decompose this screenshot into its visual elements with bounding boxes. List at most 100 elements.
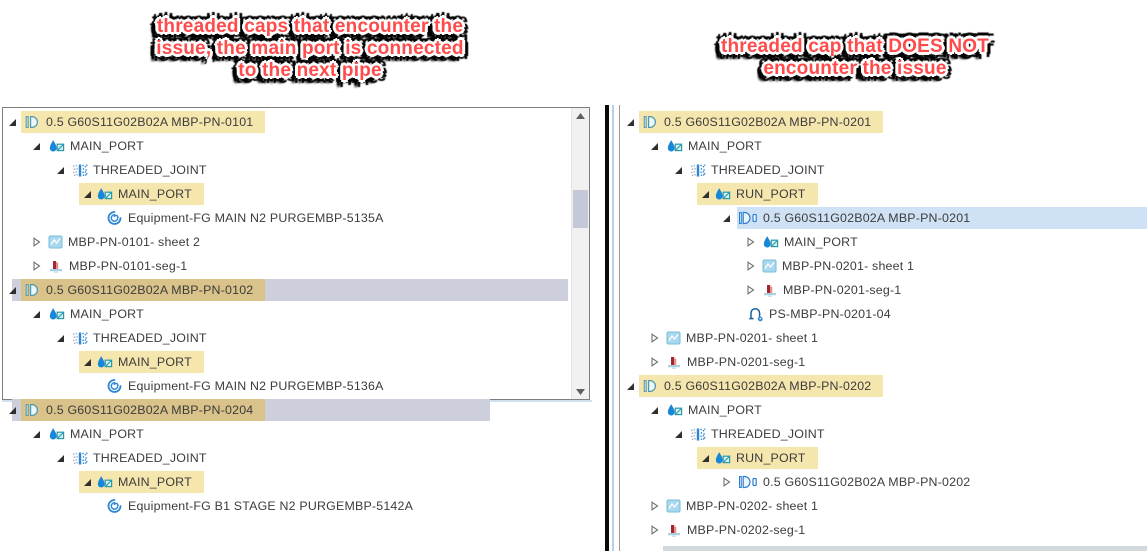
tree-item[interactable]: RUN_PORT xyxy=(621,182,1147,206)
tree-item-label: THREADED_JOINT xyxy=(93,331,207,345)
tree-item[interactable]: THREADED_JOINT xyxy=(621,158,1147,182)
tree-item-content: THREADED_JOINT xyxy=(3,447,219,469)
expand-toggle-expanded-icon[interactable] xyxy=(649,142,659,151)
tree-item[interactable]: MAIN_PORT xyxy=(3,350,571,374)
tree-item-content: MBP-PN-0202-seg-1 xyxy=(621,519,817,541)
scroll-down-button[interactable] xyxy=(572,384,589,399)
tree-item-content: THREADED_JOINT xyxy=(3,327,219,349)
vertical-scrollbar[interactable] xyxy=(571,108,589,399)
expand-toggle-expanded-icon[interactable] xyxy=(31,430,41,439)
expand-toggle-collapsed-icon[interactable] xyxy=(31,261,41,271)
annotation-left-line3: to the next pipe xyxy=(238,60,382,81)
tree-item[interactable]: MAIN_PORT xyxy=(621,398,1147,422)
tree-item[interactable]: MBP-PN-0101- sheet 2 xyxy=(3,230,571,254)
tree-item-content: RUN_PORT xyxy=(621,447,818,469)
tree-item[interactable]: Equipment-FG B1 STAGE N2 PURGEMBP-5142A xyxy=(3,494,588,518)
threaded-joint-icon xyxy=(72,163,88,178)
tree-item[interactable]: Equipment-FG MAIN N2 PURGEMBP-5135A xyxy=(3,206,571,230)
expand-toggle-expanded-icon[interactable] xyxy=(625,118,635,127)
tree-item[interactable]: MBP-PN-0101-seg-1 xyxy=(3,254,571,278)
expand-toggle-collapsed-icon[interactable] xyxy=(745,285,755,295)
tree-item-chip: MAIN_PORT xyxy=(79,471,204,493)
expand-toggle-expanded-icon[interactable] xyxy=(649,406,659,415)
tree-item[interactable]: 0.5 G60S11G02B02A MBP-PN-0202 xyxy=(621,470,1147,494)
expand-toggle-collapsed-icon[interactable] xyxy=(31,237,41,247)
expand-toggle-expanded-icon[interactable] xyxy=(82,190,92,199)
scroll-up-button[interactable] xyxy=(572,108,589,123)
tree-row-partial[interactable] xyxy=(663,546,1147,551)
tree-item[interactable]: 0.5 G60S11G02B02A MBP-PN-0202 xyxy=(621,374,1147,398)
tree-item[interactable]: RUN_PORT xyxy=(621,446,1147,470)
panel-divider-gray xyxy=(619,105,620,551)
expand-toggle-collapsed-icon[interactable] xyxy=(649,501,659,511)
tree-item-content: 0.5 G60S11G02B02A MBP-PN-0204 xyxy=(3,399,266,421)
expand-toggle-expanded-icon[interactable] xyxy=(82,478,92,487)
expand-toggle-collapsed-icon[interactable] xyxy=(649,333,659,343)
expand-toggle-expanded-icon[interactable] xyxy=(7,406,17,415)
expand-toggle-collapsed-icon[interactable] xyxy=(649,357,659,367)
tree-item[interactable]: MBP-PN-0201-seg-1 xyxy=(621,350,1147,374)
tree-item[interactable]: MAIN_PORT xyxy=(621,134,1147,158)
tree-item[interactable]: 0.5 G60S11G02B02A MBP-PN-0101 xyxy=(3,110,571,134)
tree-item[interactable]: 0.5 G60S11G02B02A MBP-PN-0204 xyxy=(3,398,588,422)
tree-item-chip: Equipment-FG MAIN N2 PURGEMBP-5136A xyxy=(103,375,396,397)
tree-item-content: 0.5 G60S11G02B02A MBP-PN-0101 xyxy=(3,111,266,133)
tree-item-chip: MAIN_PORT xyxy=(45,303,156,325)
tree-item-chip: MAIN_PORT xyxy=(45,423,156,445)
segment-icon xyxy=(666,523,682,538)
tree-item-content: Equipment-FG B1 STAGE N2 PURGEMBP-5142A xyxy=(3,495,425,517)
expand-toggle-expanded-icon[interactable] xyxy=(55,166,65,175)
tree-item-label: THREADED_JOINT xyxy=(711,427,825,441)
tree-item[interactable]: MAIN_PORT xyxy=(3,422,588,446)
tree-item-label: 0.5 G60S11G02B02A MBP-PN-0102 xyxy=(46,283,254,297)
tree-item[interactable]: THREADED_JOINT xyxy=(621,422,1147,446)
tree-item[interactable]: MAIN_PORT xyxy=(3,302,571,326)
port-icon xyxy=(666,139,683,154)
tree-item[interactable]: MBP-PN-0201- sheet 1 xyxy=(621,326,1147,350)
tree-item[interactable]: MAIN_PORT xyxy=(3,182,571,206)
expand-toggle-expanded-icon[interactable] xyxy=(7,286,17,295)
tree-item[interactable]: MBP-PN-0202- sheet 1 xyxy=(621,494,1147,518)
tree-item[interactable]: THREADED_JOINT xyxy=(3,326,571,350)
tree-item[interactable]: 0.5 G60S11G02B02A MBP-PN-0201 xyxy=(621,206,1147,230)
expand-toggle-expanded-icon[interactable] xyxy=(700,454,710,463)
tree-item[interactable]: 0.5 G60S11G02B02A MBP-PN-0102 xyxy=(3,278,571,302)
expand-toggle-expanded-icon[interactable] xyxy=(700,190,710,199)
expand-toggle-collapsed-icon[interactable] xyxy=(745,237,755,247)
expand-toggle-expanded-icon[interactable] xyxy=(7,118,17,127)
tree-item[interactable]: PS-MBP-PN-0201-04 xyxy=(621,302,1147,326)
expand-toggle-collapsed-icon[interactable] xyxy=(649,525,659,535)
tree-item-content: RUN_PORT xyxy=(621,183,818,205)
tree-item[interactable]: MAIN_PORT xyxy=(3,134,571,158)
expand-toggle-expanded-icon[interactable] xyxy=(82,358,92,367)
expand-toggle-expanded-icon[interactable] xyxy=(673,166,683,175)
tree-item-chip: MAIN_PORT xyxy=(663,399,774,421)
port-icon xyxy=(762,235,779,250)
tree-item-label: MAIN_PORT xyxy=(784,235,858,249)
expand-toggle-expanded-icon[interactable] xyxy=(625,382,635,391)
expand-toggle-expanded-icon[interactable] xyxy=(55,334,65,343)
tree-item[interactable]: MBP-PN-0201-seg-1 xyxy=(621,278,1147,302)
expand-toggle-collapsed-icon[interactable] xyxy=(721,477,731,487)
tree-item[interactable]: Equipment-FG MAIN N2 PURGEMBP-5136A xyxy=(3,374,571,398)
equipment-icon xyxy=(106,498,123,514)
tree-item[interactable]: THREADED_JOINT xyxy=(3,446,588,470)
tree-item-chip: 0.5 G60S11G02B02A MBP-PN-0201 xyxy=(735,207,982,229)
tree-item[interactable]: MAIN_PORT xyxy=(3,470,588,494)
tree-item[interactable]: MBP-PN-0201- sheet 1 xyxy=(621,254,1147,278)
segment-icon xyxy=(666,355,682,370)
expand-toggle-expanded-icon[interactable] xyxy=(31,310,41,319)
expand-toggle-expanded-icon[interactable] xyxy=(55,454,65,463)
expand-toggle-expanded-icon[interactable] xyxy=(31,142,41,151)
expand-toggle-expanded-icon[interactable] xyxy=(673,430,683,439)
tree-item-label: Equipment-FG B1 STAGE N2 PURGEMBP-5142A xyxy=(128,499,414,513)
tree-item[interactable]: 0.5 G60S11G02B02A MBP-PN-0201 xyxy=(621,110,1147,134)
tree-item[interactable]: MBP-PN-0202-seg-1 xyxy=(621,518,1147,542)
tree-item[interactable]: MAIN_PORT xyxy=(621,230,1147,254)
tree-item[interactable]: THREADED_JOINT xyxy=(3,158,571,182)
tree-item-content: MAIN_PORT xyxy=(3,423,156,445)
expand-toggle-expanded-icon[interactable] xyxy=(721,214,731,223)
sheet-icon xyxy=(762,259,777,273)
expand-toggle-collapsed-icon[interactable] xyxy=(745,261,755,271)
scrollbar-thumb[interactable] xyxy=(573,190,588,228)
